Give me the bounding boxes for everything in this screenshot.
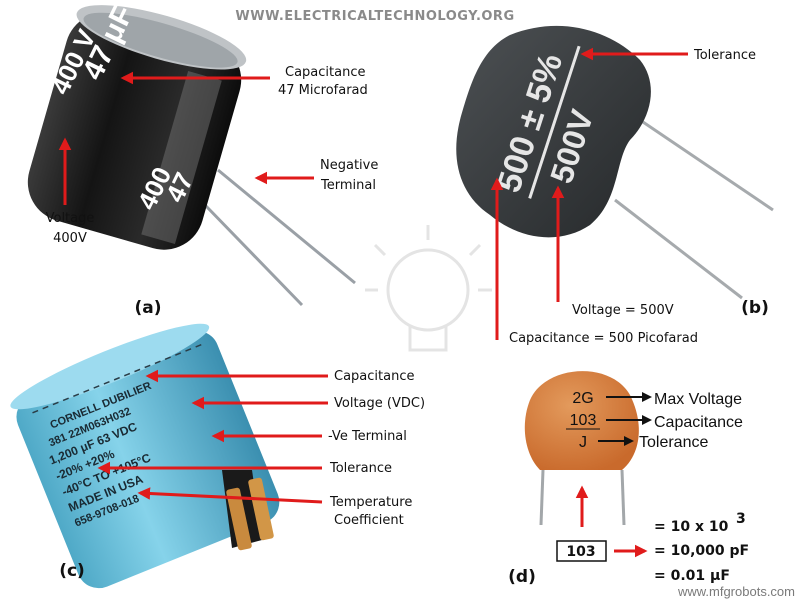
can-capacitor-body: CORNELL DUBILIER 381 22M063H032 1,200 μF… [10,323,280,589]
panel-c-can-capacitor: CORNELL DUBILIER 381 22M063H032 1,200 μF… [10,323,425,589]
label-temp-coeff-line1: Temperature [329,495,412,510]
ceramic-disc-body [524,371,639,470]
equation-line-2: = 10,000 pF [654,543,749,559]
label-neg-terminal-c: -Ve Terminal [328,429,407,444]
lightbulb-icon [365,225,492,352]
label-negative-line2: Terminal [320,178,376,193]
label-tolerance-b: Tolerance [693,48,756,63]
panel-tag-b: (b) [741,298,769,318]
lead-wire-short [203,203,304,307]
panel-tag-a: (a) [134,298,161,318]
label-capacitance-a-line2: 47 Microfarad [278,83,368,98]
disc-code-capacitance: 103 [570,412,597,429]
lead-wire-long [217,168,356,285]
disc-code-tolerance: J [579,434,587,451]
lead-wire-b1 [639,118,774,212]
label-capacitance-b: Capacitance = 500 Picofarad [509,331,698,346]
label-negative-line1: Negative [320,158,378,173]
label-max-voltage: Max Voltage [654,391,742,408]
lead-wire-d2 [620,469,626,526]
label-tolerance-c: Tolerance [329,461,392,476]
label-temp-coeff-line2: Coefficient [334,513,404,528]
label-tolerance-d: Tolerance [639,434,708,451]
site-header: WWW.ELECTRICALTECHNOLOGY.ORG [235,9,514,24]
label-voltage-a-line1: Voltage [46,211,95,226]
equation-line-1: = 10 x 10 [654,519,729,535]
panel-tag-d: (d) [508,567,536,587]
panel-tag-c: (c) [59,561,85,581]
disc-code-voltage: 2G [572,390,593,407]
label-capacitance-a-line1: Capacitance [285,65,365,80]
label-voltage-a-line2: 400V [53,231,87,246]
print-rule [528,45,581,199]
lead-wire-b2 [614,198,743,300]
code-box-value: 103 [566,544,595,560]
mica-capacitor-body [456,25,651,238]
label-voltage-c: Voltage (VDC) [334,396,425,411]
label-capacitance-c: Capacitance [334,369,414,384]
can-terminals [222,470,274,551]
arrow-temp-coeff-c [137,487,323,504]
label-voltage-b: Voltage = 500V [572,303,674,318]
panel-b-ceramic-mica: 500 ± 5% 500V Tolerance Voltage = 500V C… [456,25,774,346]
equation-exponent: 3 [736,511,746,527]
label-capacitance-d: Capacitance [654,414,743,431]
code-box [556,540,607,562]
panel-a-electrolytic: 47 μF 400 V 47 400 Capacitance 47 Microf… [27,0,378,318]
watermark: www.mfgrobots.com [677,584,795,599]
lead-wire-d1 [539,469,545,526]
equation-line-3: = 0.01 μF [654,568,730,584]
negative-stripe [141,70,222,245]
electrolytic-capacitor-body: 47 μF 400 V 47 400 [27,0,247,250]
panel-d-ceramic-disc: 2G 103 J Max Voltage Capacitance Toleran… [508,371,749,587]
